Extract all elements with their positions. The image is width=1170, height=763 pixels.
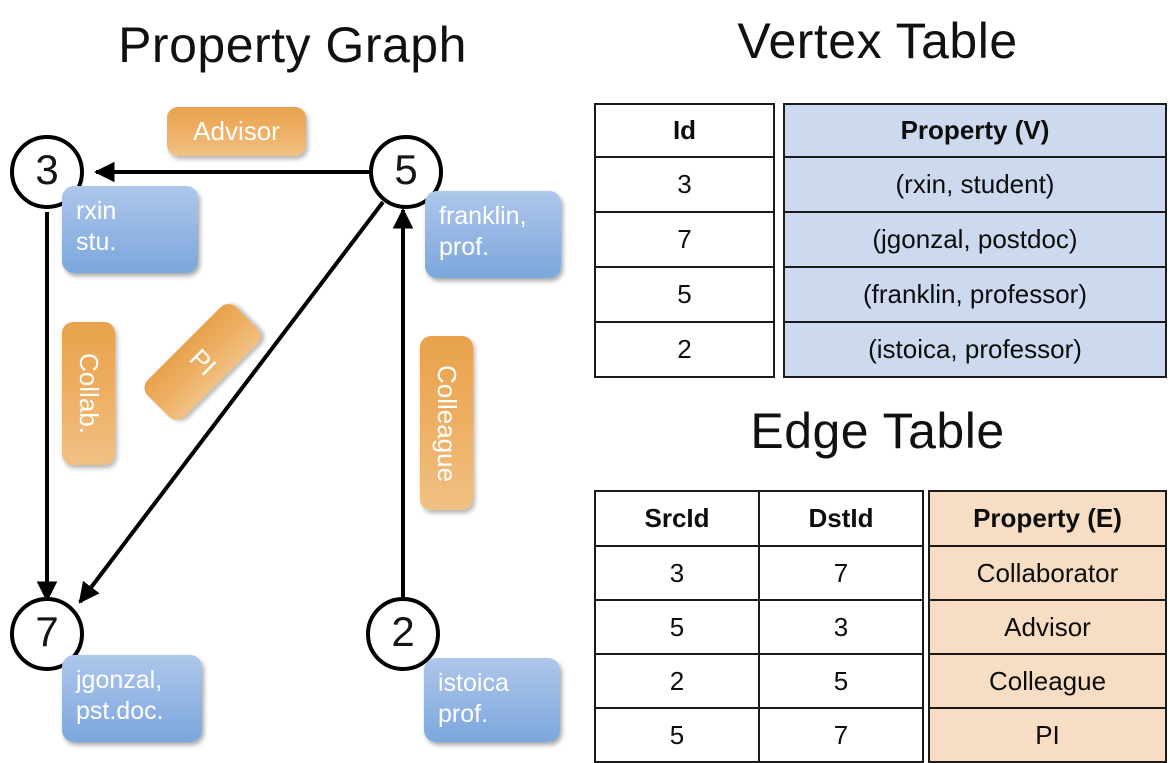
vertex-property-box-7[interactable]: jgonzal, pst.doc. [62, 655, 202, 742]
table-row[interactable]: 5 3 [594, 599, 924, 655]
edge-table-cell-property-2: Colleague [928, 653, 1167, 709]
edge-label-colleague[interactable]: Colleague [420, 336, 473, 510]
edge-table-cell-dst-0: 7 [758, 545, 924, 601]
table-row[interactable]: (rxin, student) [783, 156, 1167, 213]
graph-node-7-label: 7 [35, 608, 59, 655]
edge-table-cell-src-3: 5 [594, 707, 760, 763]
edge-table-cell-src-1: 5 [594, 599, 760, 655]
vertex-property-box-5[interactable]: franklin, prof. [425, 191, 561, 278]
edge-label-advisor[interactable]: Advisor [167, 107, 306, 156]
vertex-table-header-id: Id [594, 103, 775, 158]
vertex-table-cell-id-2: 5 [594, 266, 775, 323]
edge-label-colleague-text: Colleague [432, 364, 462, 482]
edge-table-cell-dst-1: 3 [758, 599, 924, 655]
graph-node-2[interactable]: 2 [366, 597, 440, 671]
table-row[interactable]: (franklin, professor) [783, 266, 1167, 323]
edge-table-cell-src-0: 3 [594, 545, 760, 601]
edge-label-pi-text: PI [183, 342, 223, 381]
vertex-table-property-column: Property (V) (rxin, student) (jgonzal, p… [783, 103, 1167, 378]
table-row[interactable]: 5 [594, 266, 775, 323]
graph-edges-svg [36, 161, 414, 604]
vertex-table-cell-property-2: (franklin, professor) [783, 266, 1167, 323]
vertex-table-cell-property-1: (jgonzal, postdoc) [783, 211, 1167, 268]
edge-table-property-column: Property (E) Collaborator Advisor Collea… [928, 490, 1167, 763]
graph-node-3-label: 3 [35, 146, 59, 193]
vertex-table-cell-id-1: 7 [594, 211, 775, 268]
page-title-vertex-table: Vertex Table [737, 13, 1018, 69]
table-row[interactable]: 7 [594, 211, 775, 268]
edge-label-collab-text: Collab. [74, 353, 104, 434]
table-row[interactable]: Advisor [928, 599, 1167, 655]
table-header-row: Property (V) [783, 103, 1167, 158]
vertex-property-box-3[interactable]: rxin stu. [62, 186, 198, 273]
table-header-row: Property (E) [928, 490, 1167, 547]
vertex-table-header-property: Property (V) [783, 103, 1167, 158]
edge-table-cell-property-1: Advisor [928, 599, 1167, 655]
table-header-row: SrcId DstId [594, 490, 924, 547]
edge-table-key-columns: SrcId DstId 3 7 5 3 2 5 5 7 [594, 490, 924, 763]
page-title-edge-table: Edge Table [750, 403, 1005, 459]
edge-table-cell-property-3: PI [928, 707, 1167, 763]
edge-table-cell-property-0: Collaborator [928, 545, 1167, 601]
edge-table-header-property: Property (E) [928, 490, 1167, 547]
table-row[interactable]: PI [928, 707, 1167, 763]
vertex-table-cell-property-0: (rxin, student) [783, 156, 1167, 213]
graph-node-2-label: 2 [391, 608, 415, 655]
graph-node-5[interactable]: 5 [369, 135, 443, 209]
table-row[interactable]: 3 [594, 156, 775, 213]
edge-table-cell-dst-3: 7 [758, 707, 924, 763]
table-row[interactable]: 5 7 [594, 707, 924, 763]
table-row[interactable]: (istoica, professor) [783, 321, 1167, 378]
edge-5-to-7 [78, 200, 385, 604]
page-title-property-graph: Property Graph [118, 17, 467, 73]
vertex-table-cell-id-3: 2 [594, 321, 775, 378]
table-row[interactable]: 3 7 [594, 545, 924, 601]
table-row[interactable]: (jgonzal, postdoc) [783, 211, 1167, 268]
vertex-table-id-column: Id 3 7 5 2 [594, 103, 775, 378]
edge-table-header-dstid: DstId [758, 490, 924, 547]
graph-node-5-label: 5 [394, 146, 418, 193]
vertex-property-box-2[interactable]: istoica prof. [424, 658, 560, 742]
edge-table-cell-dst-2: 5 [758, 653, 924, 709]
table-row[interactable]: 2 [594, 321, 775, 378]
table-header-row: Id [594, 103, 775, 158]
edge-label-collab[interactable]: Collab. [62, 322, 115, 465]
table-row[interactable]: Collaborator [928, 545, 1167, 601]
table-row[interactable]: 2 5 [594, 653, 924, 709]
edge-table-header-srcid: SrcId [594, 490, 760, 547]
edge-table-cell-src-2: 2 [594, 653, 760, 709]
table-row[interactable]: Colleague [928, 653, 1167, 709]
vertex-table-cell-id-0: 3 [594, 156, 775, 213]
vertex-table-cell-property-3: (istoica, professor) [783, 321, 1167, 378]
property-graph-panel: 3 5 7 2 rxin stu. franklin, prof. jgonza… [0, 0, 585, 760]
